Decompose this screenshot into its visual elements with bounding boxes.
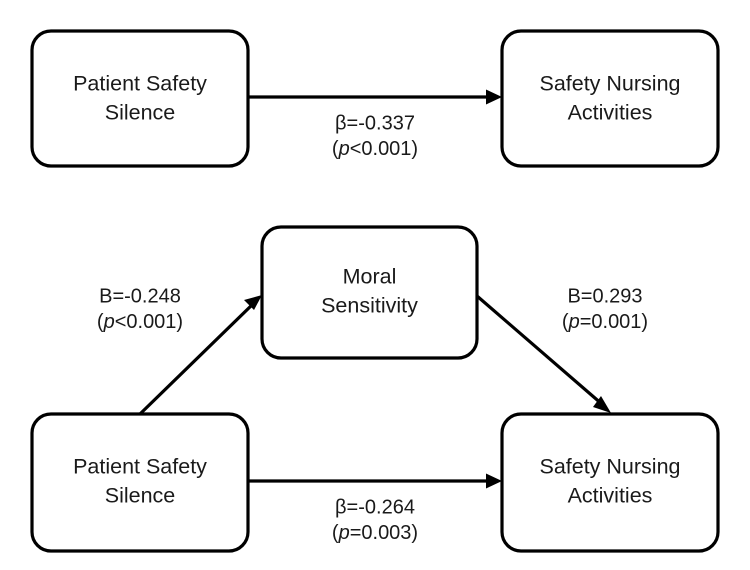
node-pss-bottom[interactable]: Patient Safety Silence — [30, 412, 250, 553]
edge-pss-to-sna-total — [248, 89, 502, 105]
paren-open: ( — [97, 311, 104, 333]
edge-line — [475, 294, 605, 407]
arrow-head-icon — [486, 89, 502, 105]
node-label-line2: Activities — [568, 484, 653, 508]
edge-moral-to-sna — [475, 294, 611, 413]
node-label-line2: Activities — [568, 101, 653, 125]
p-value-text: =0.003) — [350, 522, 418, 544]
edge-label-moral-to-sna: B=0.293 (p=0.001) — [562, 285, 648, 333]
paren-open: ( — [332, 522, 339, 544]
edge-pvalue-label: (p<0.001) — [332, 138, 418, 160]
arrow-head-icon — [244, 295, 262, 310]
node-sna-top[interactable]: Safety Nursing Activities — [500, 29, 720, 168]
total-effect-model: Patient Safety Silence Safety Nursing Ac… — [30, 29, 720, 168]
node-box[interactable] — [30, 29, 250, 168]
edge-pss-to-moral — [138, 295, 262, 416]
edge-label-pss-to-sna-total: β=-0.337 (p<0.001) — [332, 112, 418, 160]
node-label-line2: Silence — [105, 484, 176, 508]
arrow-head-icon — [593, 396, 611, 413]
node-label-line1: Moral — [343, 265, 397, 289]
p-value-text: <0.001) — [350, 138, 418, 160]
mediation-model: Moral Sensitivity Patient Safety Silence… — [30, 225, 720, 553]
paren-open: ( — [562, 311, 569, 333]
edge-pss-to-sna-direct — [248, 473, 502, 489]
edge-coefficient-label: β=-0.264 — [335, 496, 415, 518]
node-label-line1: Safety Nursing — [539, 72, 680, 96]
node-label-line1: Patient Safety — [73, 455, 207, 479]
p-symbol: p — [338, 522, 350, 544]
node-label-line1: Safety Nursing — [539, 455, 680, 479]
edge-label-pss-to-sna-direct: β=-0.264 (p=0.003) — [332, 496, 418, 544]
node-box[interactable] — [30, 412, 250, 553]
node-pss-top[interactable]: Patient Safety Silence — [30, 29, 250, 168]
p-value-text: =0.001) — [580, 311, 648, 333]
edge-line — [138, 300, 257, 416]
node-box[interactable] — [500, 412, 720, 553]
node-label-line2: Silence — [105, 101, 176, 125]
node-sna-bottom[interactable]: Safety Nursing Activities — [500, 412, 720, 553]
edge-pvalue-label: (p=0.001) — [562, 311, 648, 333]
node-moral-sensitivity[interactable]: Moral Sensitivity — [260, 225, 479, 360]
p-symbol: p — [338, 138, 350, 160]
edge-coefficient-label: B=-0.248 — [99, 285, 181, 307]
p-symbol: p — [568, 311, 580, 333]
edge-pvalue-label: (p=0.003) — [332, 522, 418, 544]
paren-open: ( — [332, 138, 339, 160]
edge-label-pss-to-moral: B=-0.248 (p<0.001) — [97, 285, 183, 333]
node-box[interactable] — [500, 29, 720, 168]
edge-pvalue-label: (p<0.001) — [97, 311, 183, 333]
p-symbol: p — [103, 311, 115, 333]
edge-coefficient-label: B=0.293 — [567, 285, 642, 307]
p-value-text: <0.001) — [115, 311, 183, 333]
node-box[interactable] — [260, 225, 479, 360]
node-label-line2: Sensitivity — [321, 294, 418, 318]
edge-coefficient-label: β=-0.337 — [335, 112, 415, 134]
arrow-head-icon — [486, 473, 502, 489]
node-label-line1: Patient Safety — [73, 72, 207, 96]
